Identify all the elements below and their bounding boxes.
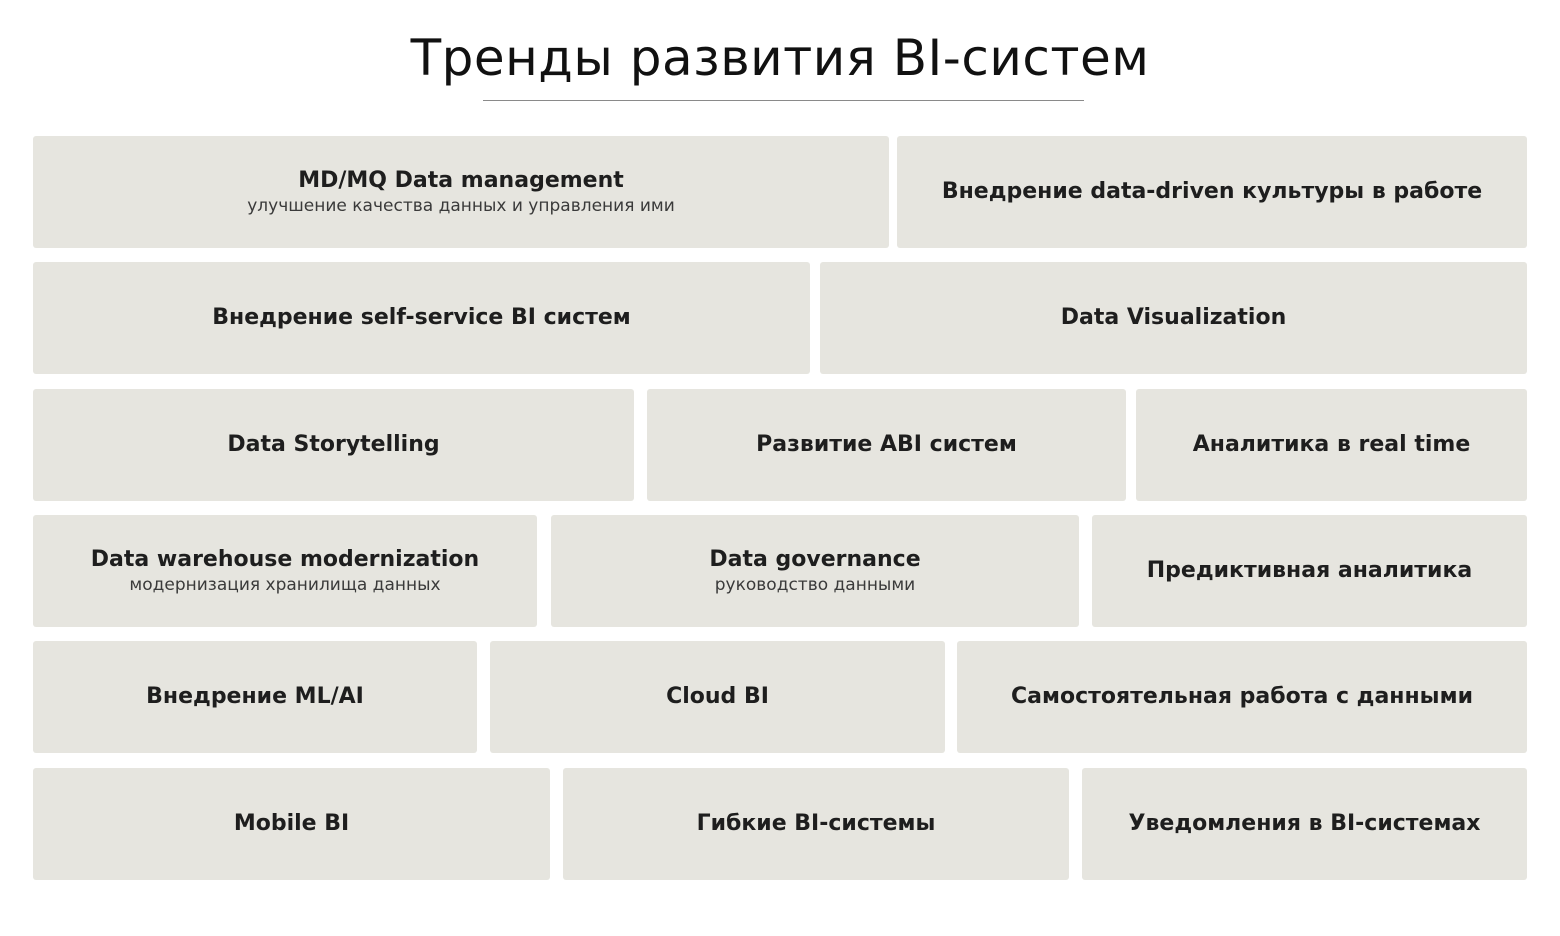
trend-tile-subtitle: руководство данными xyxy=(714,575,916,595)
trend-tile-subtitle: улучшение качества данных и управления и… xyxy=(247,196,675,216)
trend-tile-label: Уведомления в BI-системах xyxy=(1128,811,1481,836)
page-title: Тренды развития BI-систем xyxy=(410,29,1150,87)
trend-tile-label: Data Visualization xyxy=(1060,305,1287,330)
trend-tile-real-time-analytics: Аналитика в real time xyxy=(1136,389,1527,501)
trend-tile-self-data-work: Самостоятельная работа с данными xyxy=(957,641,1527,753)
trend-tile-data-visualization: Data Visualization xyxy=(820,262,1527,374)
trend-tile-predictive-analytics: Предиктивная аналитика xyxy=(1092,515,1527,627)
trend-tile-label: Самостоятельная работа с данными xyxy=(1011,684,1473,709)
trend-tile-md-mq-data-management: MD/MQ Data management улучшение качества… xyxy=(33,136,889,248)
trend-tile-self-service-bi: Внедрение self-service BI систем xyxy=(33,262,810,374)
trend-tile-label: Внедрение data-driven культуры в работе xyxy=(941,179,1483,204)
trend-tile-data-storytelling: Data Storytelling xyxy=(33,389,634,501)
trend-tile-subtitle: модернизация хранилища данных xyxy=(129,575,441,595)
trend-tile-label: Внедрение ML/AI xyxy=(146,684,364,709)
trend-tile-flexible-bi: Гибкие BI-системы xyxy=(563,768,1069,880)
trend-tile-label: Внедрение self-service BI систем xyxy=(212,305,631,330)
trend-tile-bi-notifications: Уведомления в BI-системах xyxy=(1082,768,1527,880)
trend-tile-data-driven-culture: Внедрение data-driven культуры в работе xyxy=(897,136,1527,248)
trend-tile-label: Data warehouse modernization xyxy=(90,547,480,572)
title-underline xyxy=(483,100,1084,101)
trend-tile-cloud-bi: Cloud BI xyxy=(490,641,945,753)
trend-tile-label: Data governance xyxy=(709,547,921,572)
trend-tile-label: Mobile BI xyxy=(233,811,350,836)
trend-tile-data-warehouse-modernization: Data warehouse modernization модернизаци… xyxy=(33,515,537,627)
trend-tile-label: Развитие ABI систем xyxy=(756,432,1017,457)
trend-tile-label: Предиктивная аналитика xyxy=(1146,558,1473,583)
trend-tile-ml-ai: Внедрение ML/AI xyxy=(33,641,477,753)
trend-tile-label: Гибкие BI-системы xyxy=(696,811,936,836)
trend-tile-label: Cloud BI xyxy=(666,684,769,709)
trend-tile-data-governance: Data governance руководство данными xyxy=(551,515,1079,627)
trend-tile-label: MD/MQ Data management xyxy=(298,168,624,193)
trend-tile-mobile-bi: Mobile BI xyxy=(33,768,550,880)
trend-tile-label: Аналитика в real time xyxy=(1192,432,1471,457)
trend-tile-label: Data Storytelling xyxy=(227,432,440,457)
trend-tile-abi-systems: Развитие ABI систем xyxy=(647,389,1126,501)
